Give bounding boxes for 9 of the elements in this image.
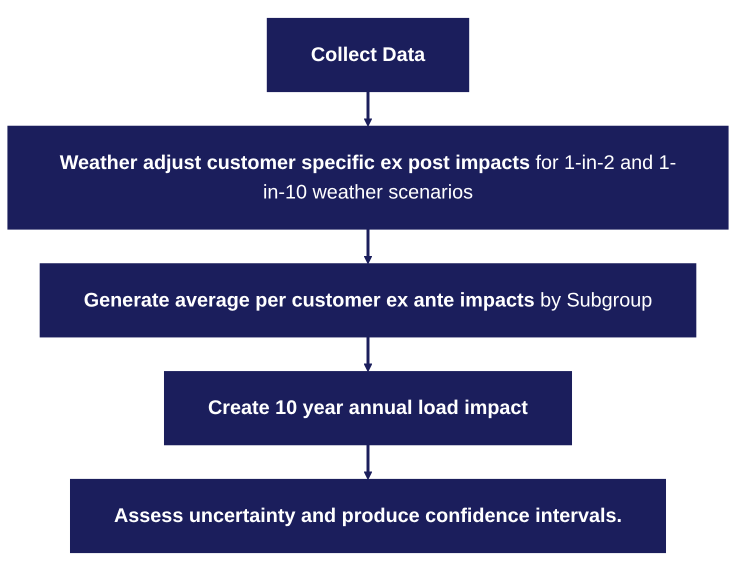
arrow <box>364 444 372 480</box>
arrow <box>364 229 372 264</box>
node-box: Create 10 year annual load impact <box>164 371 572 446</box>
node-box: Weather adjust customer specific ex post impacts for 1-in-2 and 1-in-10 weather scenarios <box>7 126 729 230</box>
node-box: Collect Data <box>266 18 470 92</box>
node-box: Generate average per customer ex ante impacts by Subgroup <box>40 263 696 338</box>
node-box: Assess uncertainty and produce confidence intervals. <box>70 478 666 554</box>
arrow <box>364 336 372 372</box>
arrow <box>364 92 372 127</box>
